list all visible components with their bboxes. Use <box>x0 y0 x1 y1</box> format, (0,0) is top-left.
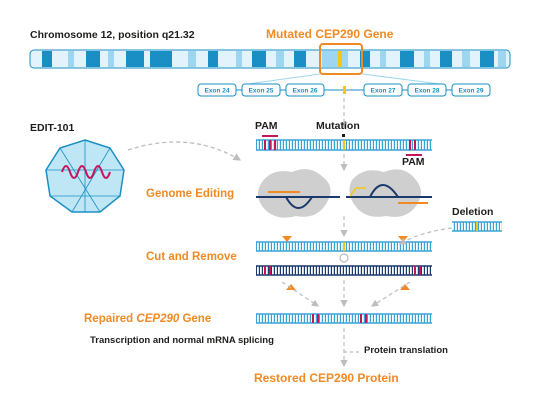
delivery-arrow <box>127 141 242 161</box>
exon-label: Exon 28 <box>415 88 440 95</box>
pam-label-left: PAM <box>255 120 278 132</box>
cas9-complex-left <box>256 169 340 218</box>
dna-strand-repaired <box>256 313 432 324</box>
result-label: Restored CEP290 Protein <box>254 371 399 385</box>
dna-strand-top <box>256 134 432 156</box>
dna-strand-cut <box>256 236 432 290</box>
repaired-gene-name: CEP290 <box>136 313 180 325</box>
deletion-label: Deletion <box>452 206 494 218</box>
therapy-label: EDIT-101 <box>30 122 75 134</box>
exon-row <box>197 83 491 97</box>
deletion-fragment <box>452 221 502 232</box>
aav-virus-icon <box>45 139 125 213</box>
repaired-gene-label: Repaired CEP290 Gene <box>84 313 212 326</box>
step-genome-editing: Genome Editing <box>146 188 235 200</box>
cas9-complex-right <box>346 169 432 217</box>
gene-title: Mutated CEP290 Gene <box>266 27 394 41</box>
step-cut-remove: Cut and Remove <box>146 251 237 263</box>
exon-label: Exon 26 <box>293 88 318 95</box>
protein-translation-label: Protein translation <box>364 345 448 356</box>
gene-highlight-box <box>319 43 363 75</box>
exon-label: Exon 29 <box>459 88 484 95</box>
mutation-label: Mutation <box>316 120 360 132</box>
exon-label: Exon 27 <box>371 88 396 95</box>
chromosome-bar <box>29 49 511 69</box>
pam-label-right: PAM <box>402 156 425 168</box>
repaired-suffix: Gene <box>179 313 212 325</box>
exon-label: Exon 24 <box>205 88 230 95</box>
transcription-label: Transcription and normal mRNA splicing <box>90 335 274 346</box>
flow-arrows <box>281 98 411 368</box>
exon-label: Exon 25 <box>249 88 274 95</box>
repaired-prefix: Repaired <box>84 313 137 325</box>
chromosome-label: Chromosome 12, position q21.32 <box>30 29 195 41</box>
